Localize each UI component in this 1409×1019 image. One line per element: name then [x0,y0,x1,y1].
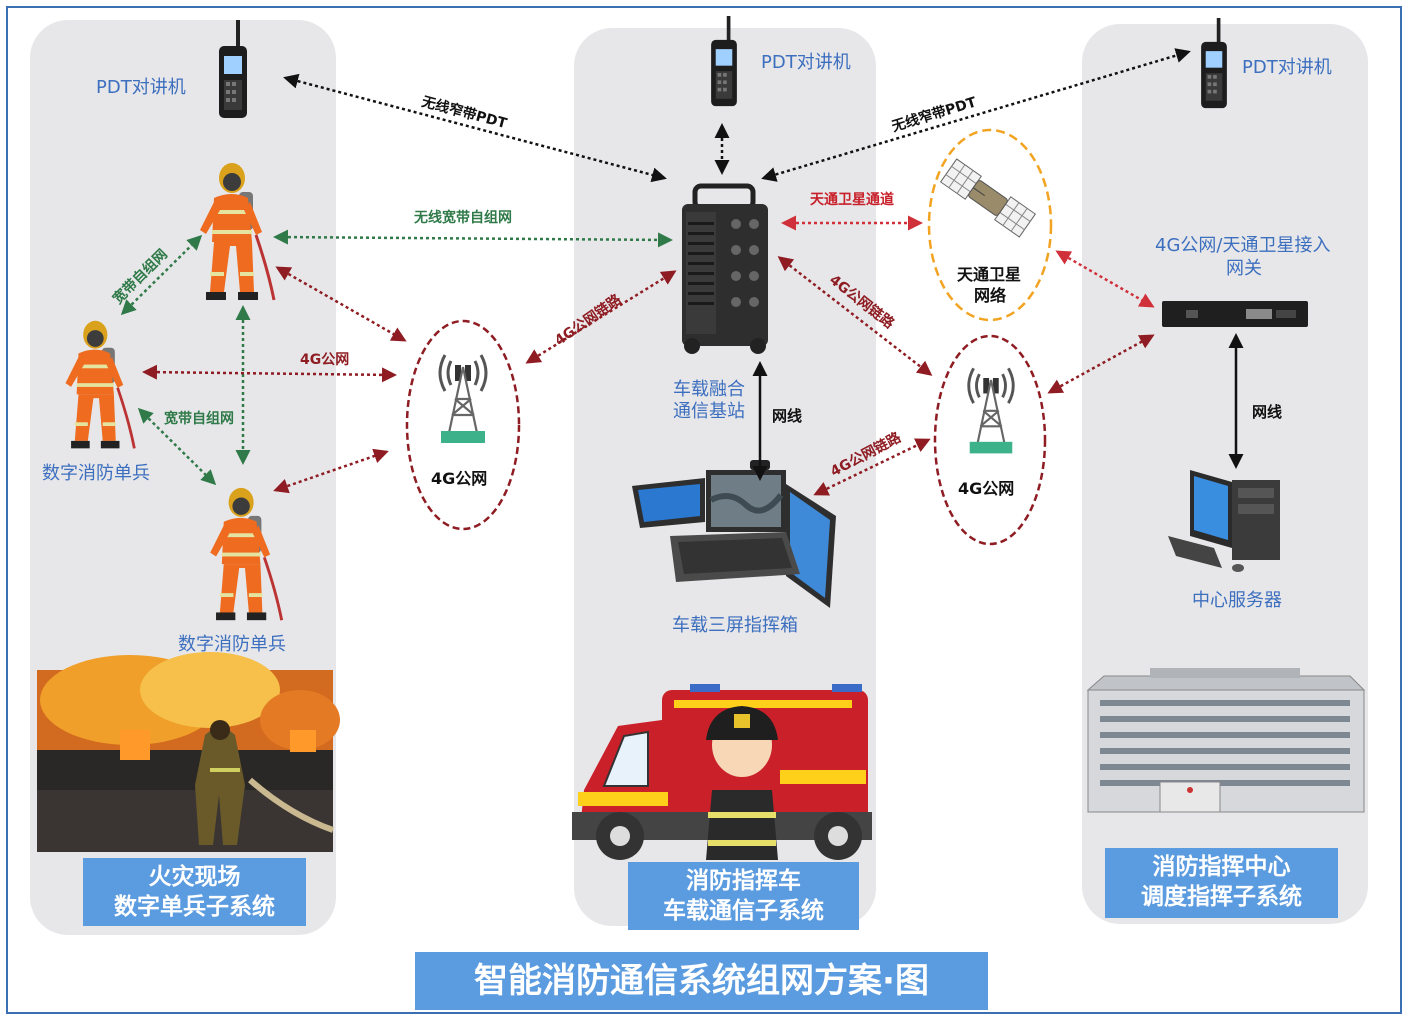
left-pdt-label: PDT对讲机 [96,77,186,98]
right-cable-label: 网线 [1252,403,1283,421]
field-banner-line1: 火灾现场 [148,864,241,890]
link-label-wireless-broadband: 无线宽带自组网 [414,210,512,226]
vehicle-banner-line2: 车载通信子系统 [663,898,824,924]
vehicle-banner-line1: 消防指挥车 [686,868,801,894]
middle-cable-label: 网线 [772,407,803,425]
satellite-label-line1: 天通卫星 [957,265,1022,284]
base-station-label-line1: 车载融合 [673,379,745,400]
tower-right-label: 4G公网 [958,479,1015,498]
link-label-4g-left: 4G公网 [300,352,350,368]
base-station-label-line2: 通信基站 [673,401,745,422]
satellite-label-line2: 网络 [974,286,1007,305]
link-label-broadband-lower: 宽带自组网 [164,411,234,427]
soldier-label-2: 数字消防单兵 [178,634,286,655]
gateway-label-line2: 网关 [1226,258,1262,279]
right-pdt-label: PDT对讲机 [1242,57,1332,78]
link-label-satellite-channel: 天通卫星通道 [810,192,894,208]
diagram-title: 智能消防通信系统组网方案·图 [415,952,988,1010]
middle-pdt-label: PDT对讲机 [761,52,851,73]
command-box-label: 车载三屏指挥箱 [672,615,798,636]
command-center-banner: 消防指挥中心 调度指挥子系统 [1105,848,1338,918]
command-banner-line2: 调度指挥子系统 [1141,884,1302,910]
diagram-frame [6,6,1402,1014]
tower-left-label: 4G公网 [431,469,488,488]
gateway-label-line1: 4G公网/天通卫星接入 [1155,235,1331,256]
server-label: 中心服务器 [1192,590,1282,611]
field-subsystem-banner: 火灾现场 数字单兵子系统 [83,858,306,926]
field-banner-line2: 数字单兵子系统 [114,894,275,920]
command-banner-line1: 消防指挥中心 [1152,854,1291,880]
vehicle-subsystem-banner: 消防指挥车 车载通信子系统 [628,862,859,930]
soldier-label-1: 数字消防单兵 [42,463,150,484]
